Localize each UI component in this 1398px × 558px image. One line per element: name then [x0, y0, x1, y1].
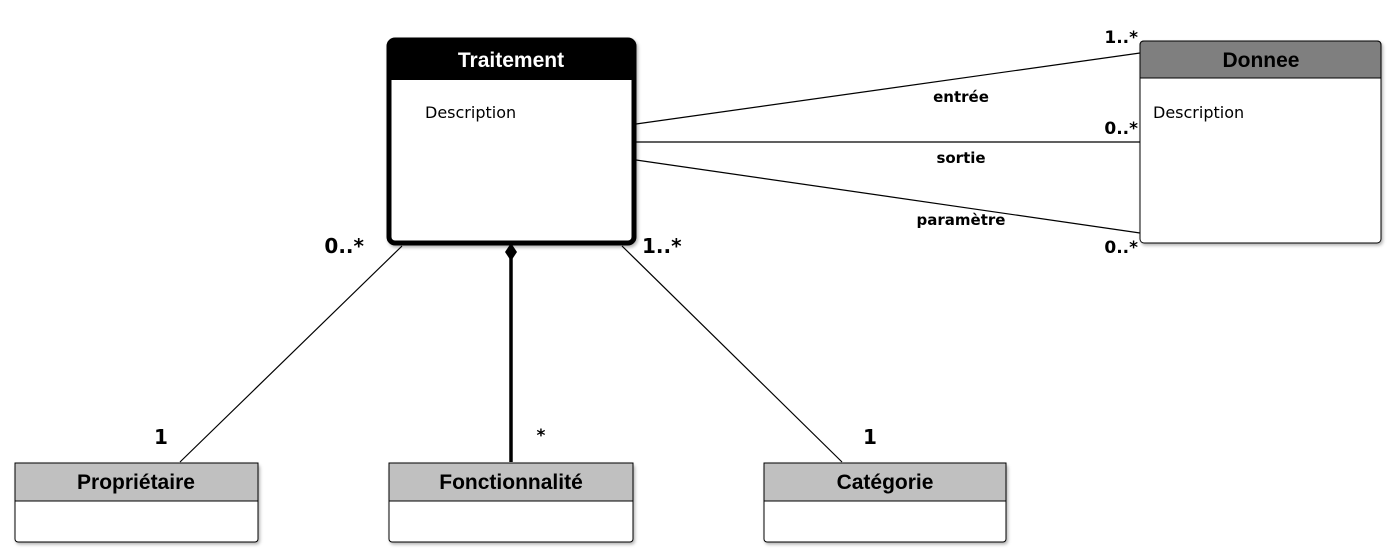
multiplicity-proprietaire-proprietaire: 1 [154, 425, 168, 449]
entree-association-line [635, 52, 1141, 125]
multiplicity-parametre-donnee: 0..* [1104, 238, 1138, 258]
association-lines [179, 52, 1141, 463]
proprietaire-association-line [179, 245, 403, 463]
class-fonctionnalite-header [388, 462, 634, 502]
multiplicity-fonctionnalite: * [537, 426, 546, 446]
categorie-association-line [621, 245, 843, 463]
class-categorie-header [763, 462, 1007, 502]
class-proprietaire[interactable]: Propriétaire [14, 462, 259, 543]
multiplicity-sortie-donnee: 0..* [1104, 119, 1138, 139]
class-fonctionnalite-title: Fonctionnalité [439, 471, 583, 494]
multiplicity-categorie-categorie: 1 [863, 425, 877, 449]
association-label-entree: entrée [933, 88, 989, 106]
class-fonctionnalite[interactable]: Fonctionnalité [388, 462, 634, 543]
class-proprietaire-title: Propriétaire [77, 471, 195, 494]
multiplicity-entree-donnee: 1..* [1104, 28, 1138, 48]
class-traitement[interactable]: Traitement Description [386, 37, 637, 246]
class-traitement-attribute: Description [425, 103, 516, 122]
class-categorie-title: Catégorie [837, 471, 934, 494]
multiplicity-proprietaire-traitement: 0..* [324, 234, 364, 258]
parametre-association-line [635, 159, 1141, 234]
class-categorie[interactable]: Catégorie [763, 462, 1007, 543]
class-donnee-attribute: Description [1153, 103, 1244, 122]
class-proprietaire-header [14, 462, 259, 502]
class-traitement-header [389, 40, 634, 80]
class-donnee[interactable]: Donnee Description [1139, 40, 1382, 244]
association-label-parametre: paramètre [917, 211, 1006, 229]
association-label-sortie: sortie [936, 149, 985, 167]
class-traitement-title: Traitement [458, 49, 564, 72]
class-donnee-header [1139, 40, 1382, 79]
class-donnee-title: Donnee [1222, 49, 1299, 72]
multiplicity-categorie-traitement: 1..* [642, 234, 682, 258]
composition-diamond-icon [505, 243, 517, 261]
